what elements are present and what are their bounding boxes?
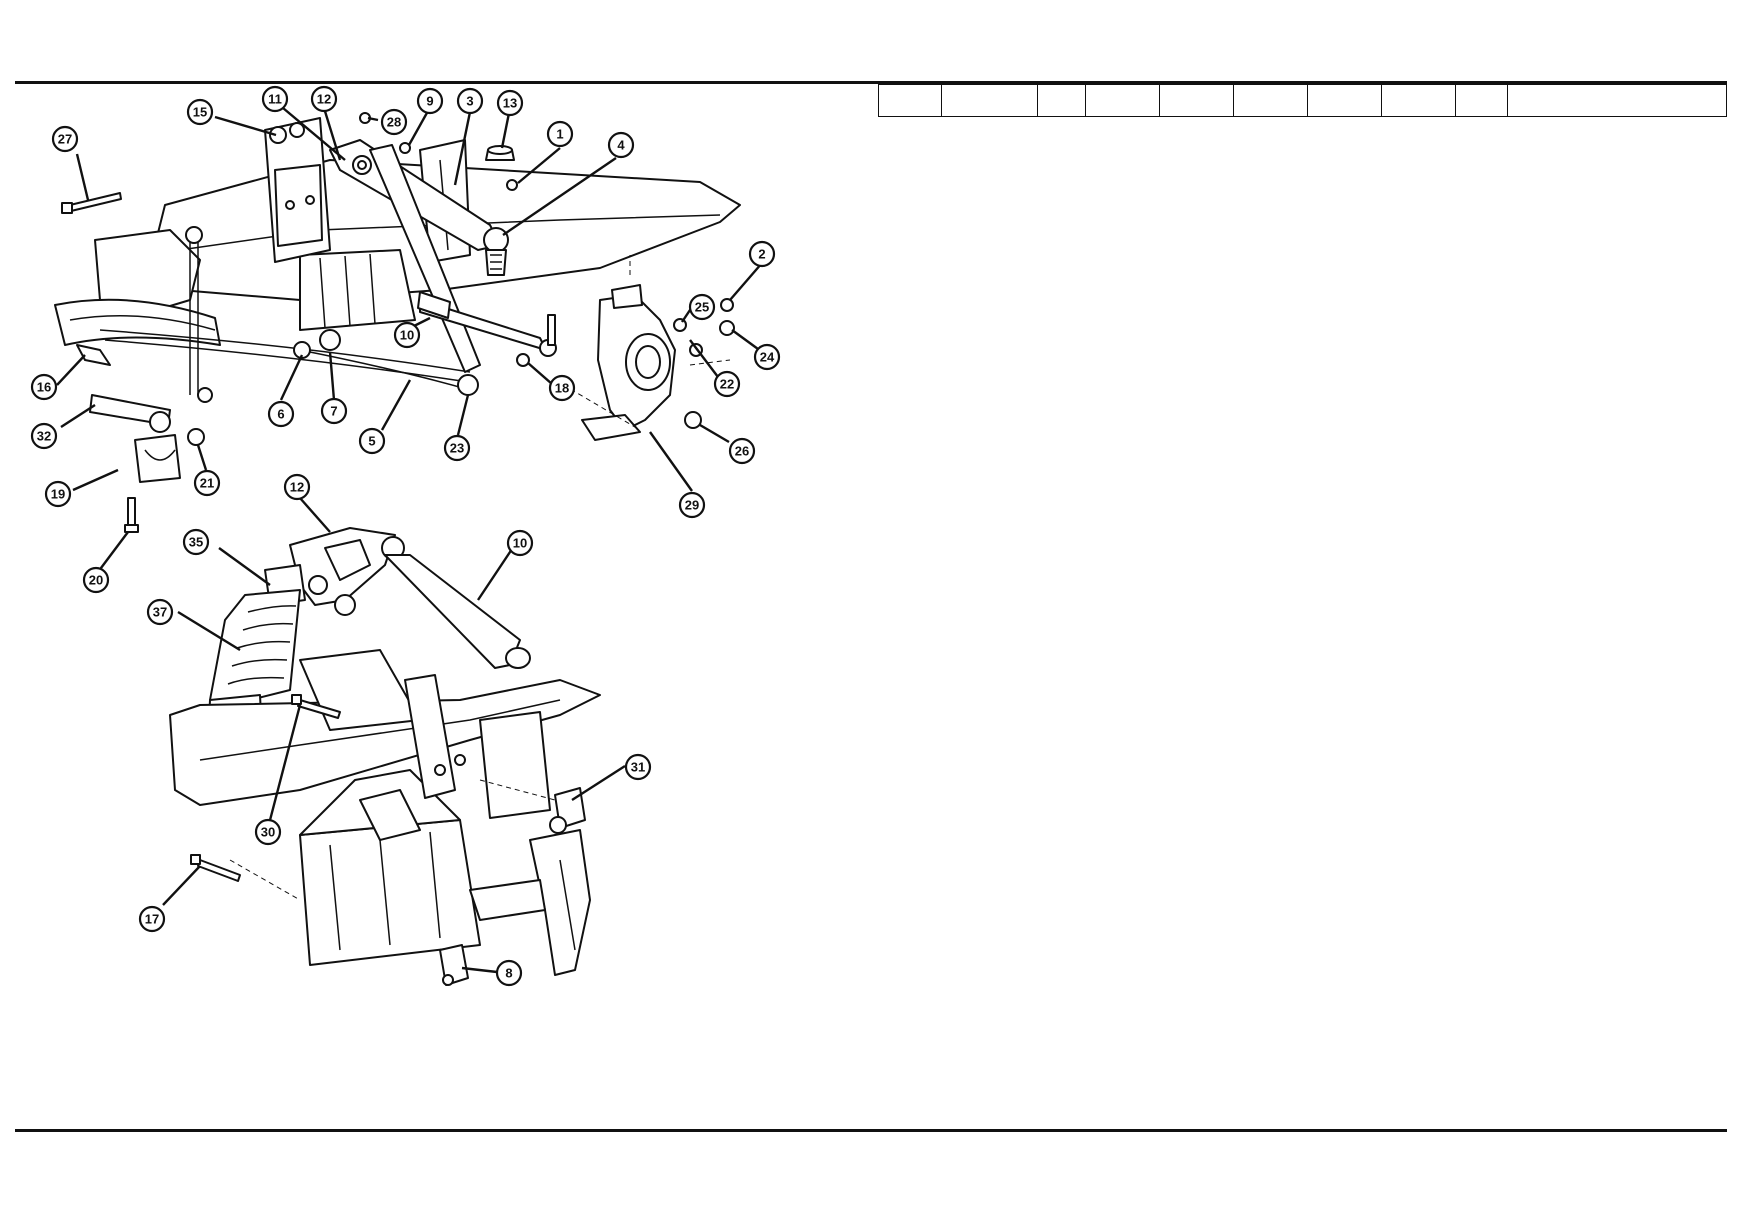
- callout-label: 26: [735, 444, 749, 459]
- callout-label: 21: [200, 476, 214, 491]
- callout-24: 24: [753, 343, 781, 371]
- callout-label: 37: [153, 605, 167, 620]
- callout-label: 7: [330, 404, 337, 419]
- sway-bar-link: [185, 226, 213, 403]
- callout-label: 22: [720, 377, 734, 392]
- bump-stop-cap: [485, 145, 515, 161]
- callout-35: 35: [182, 528, 210, 556]
- leader-lines: [56, 107, 763, 974]
- callout-27: 27: [51, 125, 79, 153]
- parts-table-cell: [1233, 84, 1308, 117]
- callout-20: 20: [82, 566, 110, 594]
- callout-10-upper: 10: [393, 321, 421, 349]
- callout-5: 5: [358, 427, 386, 455]
- callout-10-lower: 10: [506, 529, 534, 557]
- callout-label: 35: [189, 535, 203, 550]
- callout-label: 9: [426, 94, 433, 109]
- callout-26: 26: [728, 437, 756, 465]
- callout-label: 5: [368, 434, 375, 449]
- callout-label: 1: [556, 127, 563, 142]
- frame-lower: [169, 649, 601, 976]
- callout-label: 24: [760, 350, 775, 365]
- callout-label: 20: [89, 573, 103, 588]
- parts-table-cell: [1381, 84, 1456, 117]
- callout-label: 15: [193, 105, 207, 120]
- tie-rod: [417, 291, 557, 357]
- sway-bar: [89, 394, 181, 483]
- callout-2: 2: [748, 240, 776, 268]
- upper-control-arm-lower-view: [289, 527, 531, 669]
- callout-label: 2: [758, 247, 765, 262]
- callout-19: 19: [44, 480, 72, 508]
- fasteners-lower: [190, 694, 586, 986]
- callout-13: 13: [496, 89, 524, 117]
- callout-label: 8: [505, 966, 512, 981]
- callout-label: 27: [58, 132, 72, 147]
- callout-32: 32: [30, 422, 58, 450]
- callout-label: 16: [37, 380, 51, 395]
- callout-label: 17: [145, 912, 159, 927]
- ball-joint-upper: [483, 227, 509, 276]
- callout-16: 16: [30, 373, 58, 401]
- callout-label: 29: [685, 498, 699, 513]
- fasteners-upper: [61, 112, 735, 533]
- steering-knuckle: [554, 255, 731, 441]
- callout-label: 19: [51, 487, 65, 502]
- callout-18: 18: [548, 374, 576, 402]
- callout-label: 13: [503, 96, 517, 111]
- parts-table-cell: [878, 84, 942, 117]
- callout-12-lower: 12: [283, 473, 311, 501]
- parts-table: [878, 84, 1727, 117]
- parts-table-cell: [1037, 84, 1086, 117]
- callout-15: 15: [186, 98, 214, 126]
- callout-label: 10: [400, 328, 414, 343]
- bottom-rule: [15, 1129, 1727, 1132]
- callout-17: 17: [138, 905, 166, 933]
- parts-table-cell: [1507, 84, 1727, 117]
- callout-label: 4: [617, 138, 625, 153]
- callout-21: 21: [193, 469, 221, 497]
- callout-label: 18: [555, 381, 569, 396]
- callout-28: 28: [380, 108, 408, 136]
- callout-4: 4: [607, 131, 635, 159]
- callout-31: 31: [624, 753, 652, 781]
- callout-30: 30: [254, 818, 282, 846]
- callout-label: 12: [317, 92, 331, 107]
- parts-table-cell: [1307, 84, 1382, 117]
- callout-label: 3: [466, 94, 473, 109]
- callout-label: 11: [268, 92, 282, 107]
- callout-label: 10: [513, 536, 527, 551]
- callout-22: 22: [713, 370, 741, 398]
- callout-8: 8: [495, 959, 523, 987]
- callout-1: 1: [546, 120, 574, 148]
- callout-9: 9: [416, 87, 444, 115]
- callout-label: 6: [277, 407, 284, 422]
- callout-label: 23: [450, 441, 464, 456]
- parts-table-row: [878, 84, 1727, 117]
- callout-label: 12: [290, 480, 304, 495]
- callout-23: 23: [443, 434, 471, 462]
- parts-table-cell: [1455, 84, 1508, 117]
- callout-37: 37: [146, 598, 174, 626]
- callout-label: 25: [695, 300, 709, 315]
- callout-3: 3: [456, 87, 484, 115]
- callout-12-upper: 12: [310, 85, 338, 113]
- callout-7: 7: [320, 397, 348, 425]
- callout-6: 6: [267, 400, 295, 428]
- top-rule: [15, 81, 1727, 84]
- callout-11: 11: [261, 85, 289, 113]
- callout-25: 25: [688, 293, 716, 321]
- callout-label: 32: [37, 429, 51, 444]
- callout-label: 28: [387, 115, 401, 130]
- callout-label: 30: [261, 825, 275, 840]
- callout-29: 29: [678, 491, 706, 519]
- callout-label: 31: [631, 760, 645, 775]
